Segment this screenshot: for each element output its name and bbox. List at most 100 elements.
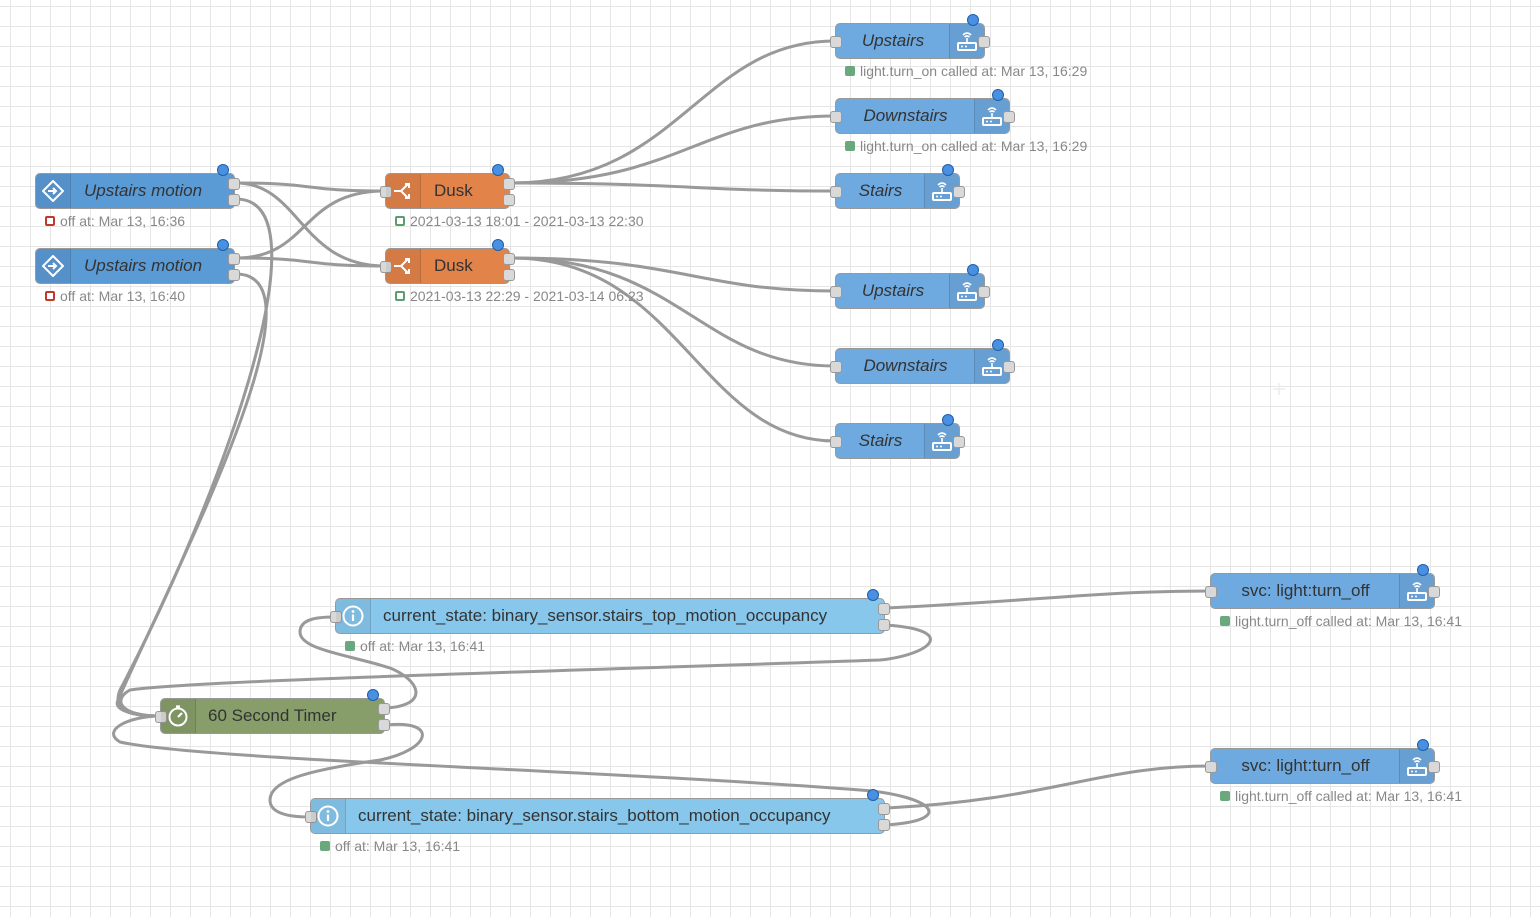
output-port[interactable]	[878, 619, 890, 631]
arrow-in-icon	[36, 174, 71, 208]
output-port[interactable]	[503, 194, 515, 206]
service-node-downstairs-2[interactable]: Downstairs	[830, 339, 1015, 384]
node-label: svc: light:turn_off	[1241, 581, 1370, 600]
status-indicator	[320, 841, 330, 851]
output-port[interactable]	[1003, 111, 1015, 123]
node-label: Stairs	[858, 181, 903, 200]
input-port[interactable]	[830, 436, 842, 448]
wire	[115, 272, 268, 718]
input-port[interactable]	[830, 361, 842, 373]
changed-indicator	[942, 164, 954, 176]
canvas-crosshair: +	[1272, 376, 1287, 403]
output-port[interactable]	[878, 819, 890, 831]
wire	[112, 714, 931, 827]
input-port[interactable]	[830, 111, 842, 123]
output-port[interactable]	[953, 436, 965, 448]
changed-indicator	[967, 264, 979, 276]
output-port[interactable]	[978, 36, 990, 48]
service-node-upstairs-1[interactable]: Upstairs	[830, 14, 990, 59]
info-icon	[336, 599, 371, 633]
trigger-node-upstairs-motion-1[interactable]: Upstairs motion	[35, 164, 240, 209]
input-port[interactable]	[380, 261, 392, 273]
timer-node-60-second[interactable]: 60 Second Timer	[155, 689, 390, 734]
wire	[511, 114, 836, 185]
status-text: 2021-03-13 18:01 - 2021-03-13 22:30	[410, 213, 644, 229]
input-port[interactable]	[830, 286, 842, 298]
service-node-downstairs-1[interactable]: Downstairs	[830, 89, 1015, 134]
input-port[interactable]	[155, 711, 167, 723]
output-port[interactable]	[1003, 361, 1015, 373]
switch-node-dusk-2[interactable]: Dusk	[380, 239, 515, 284]
wire	[511, 181, 836, 193]
input-port[interactable]	[305, 811, 317, 823]
trigger-node-upstairs-motion-2[interactable]: Upstairs motion	[35, 239, 240, 284]
output-port[interactable]	[1428, 761, 1440, 773]
node-label: current_state: binary_sensor.stairs_bott…	[358, 806, 831, 825]
input-port[interactable]	[830, 36, 842, 48]
status-text: 2021-03-13 22:29 - 2021-03-14 06:23	[410, 288, 644, 304]
service-node-stairs-2[interactable]: Stairs	[830, 414, 965, 459]
wire	[298, 615, 418, 710]
output-port[interactable]	[1428, 586, 1440, 598]
service-node-turn-off-2[interactable]: svc: light:turn_off	[1205, 739, 1440, 784]
service-node-turn-off-1[interactable]: svc: light:turn_off	[1205, 564, 1440, 609]
node-label: Dusk	[434, 256, 473, 275]
status-indicator	[1220, 791, 1230, 801]
changed-indicator	[867, 589, 879, 601]
status-indicator	[1220, 616, 1230, 626]
output-port[interactable]	[228, 194, 240, 206]
output-port[interactable]	[953, 186, 965, 198]
node-label: 60 Second Timer	[208, 706, 337, 725]
wire	[235, 189, 386, 260]
node-status: off at: Mar 13, 16:41	[345, 638, 485, 654]
node-label: Dusk	[434, 181, 473, 200]
switch-node-dusk-1[interactable]: Dusk	[380, 164, 515, 209]
node-label: Downstairs	[863, 106, 948, 125]
node-label: Upstairs motion	[84, 256, 203, 275]
output-port[interactable]	[228, 253, 240, 265]
changed-indicator	[967, 14, 979, 26]
input-port[interactable]	[380, 186, 392, 198]
wire	[511, 39, 836, 185]
status-indicator	[845, 66, 855, 76]
arrow-in-icon	[36, 249, 71, 283]
status-indicator	[395, 216, 405, 226]
output-port[interactable]	[503, 178, 515, 190]
changed-indicator	[867, 789, 879, 801]
current-state-node-top[interactable]: current_state: binary_sensor.stairs_top_…	[330, 589, 890, 634]
input-port[interactable]	[330, 611, 342, 623]
node-label: Upstairs motion	[84, 181, 203, 200]
output-port[interactable]	[503, 253, 515, 265]
input-port[interactable]	[1205, 761, 1217, 773]
output-port[interactable]	[503, 269, 515, 281]
node-status: 2021-03-13 22:29 - 2021-03-14 06:23	[395, 288, 644, 304]
status-text: light.turn_off called at: Mar 13, 16:41	[1235, 613, 1462, 629]
output-port[interactable]	[878, 803, 890, 815]
input-port[interactable]	[1205, 586, 1217, 598]
status-text: off at: Mar 13, 16:41	[335, 838, 461, 854]
output-port[interactable]	[228, 269, 240, 281]
output-port[interactable]	[378, 719, 390, 731]
output-port[interactable]	[978, 286, 990, 298]
node-status: light.turn_off called at: Mar 13, 16:41	[1220, 613, 1462, 629]
changed-indicator	[992, 339, 1004, 351]
node-status: off at: Mar 13, 16:40	[45, 288, 185, 304]
output-port[interactable]	[228, 178, 240, 190]
status-text: off at: Mar 13, 16:41	[360, 638, 486, 654]
switch-icon	[386, 249, 421, 283]
service-node-upstairs-2[interactable]: Upstairs	[830, 264, 990, 309]
changed-indicator	[492, 239, 504, 251]
changed-indicator	[492, 164, 504, 176]
output-port[interactable]	[878, 603, 890, 615]
node-label: Downstairs	[863, 356, 948, 375]
output-port[interactable]	[378, 703, 390, 715]
service-node-stairs-1[interactable]: Stairs	[830, 164, 965, 209]
status-text: off at: Mar 13, 16:36	[60, 213, 186, 229]
node-status: off at: Mar 13, 16:41	[320, 838, 460, 854]
wire	[885, 589, 1211, 610]
status-indicator	[45, 216, 55, 226]
node-status: light.turn_off called at: Mar 13, 16:41	[1220, 788, 1462, 804]
current-state-node-bottom[interactable]: current_state: binary_sensor.stairs_bott…	[305, 789, 890, 834]
input-port[interactable]	[830, 186, 842, 198]
